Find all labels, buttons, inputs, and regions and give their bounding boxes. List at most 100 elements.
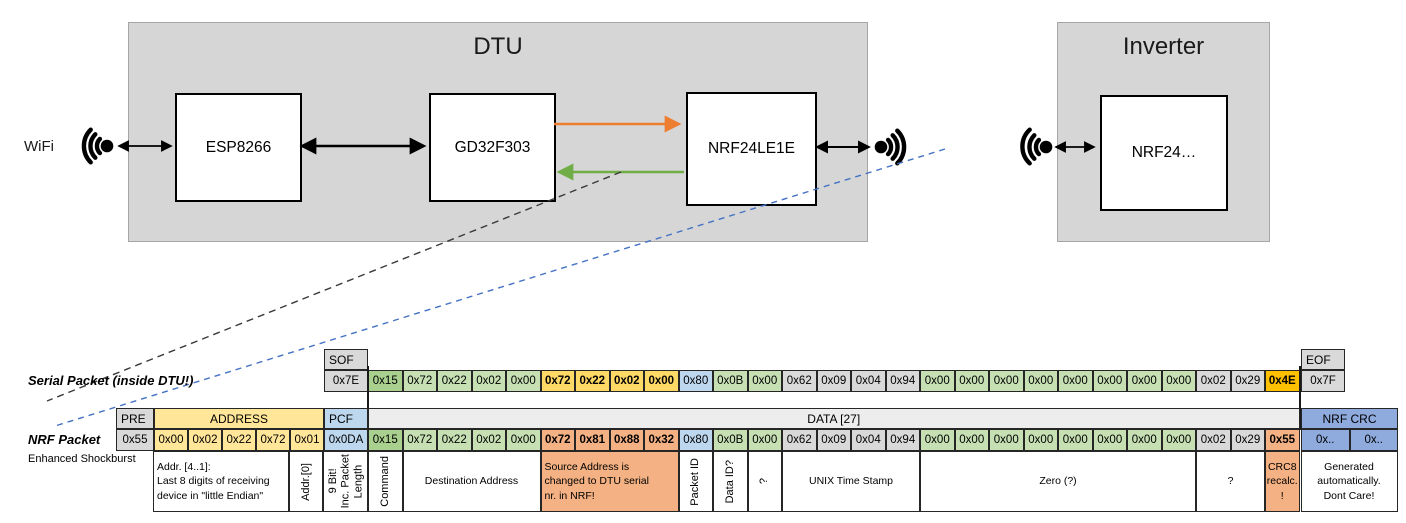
byte-cell: 0x02 (188, 429, 222, 451)
byte-cell: 0x0B (713, 429, 748, 451)
byte-cell: 0x22 (222, 429, 256, 451)
annotation-packet-id: Packet ID (678, 451, 713, 512)
byte-cell: 0x00 (989, 370, 1024, 392)
byte-cell: 0x55 (116, 429, 154, 451)
annotation-row: Addr. [4..1]: Last 8 digits of receiving… (153, 451, 1398, 512)
byte-cell: 0x00 (920, 429, 955, 451)
byte-cell: 0x02 (609, 370, 644, 392)
byte-cell: 0x94 (885, 370, 920, 392)
annotation-question: ? (1196, 451, 1265, 512)
inverter-nrf24-box: NRF24… (1100, 95, 1228, 211)
byte-cell: 0x29 (1230, 429, 1265, 451)
annotation-crc-generated: Generated automatically. Dont Care! (1300, 451, 1398, 512)
annotation-zero: Zero (?) (920, 451, 1196, 512)
sof-byte-row: 0x7E (324, 370, 368, 392)
byte-cell: 0x80 (678, 429, 713, 451)
byte-cell: 0x72 (540, 370, 575, 392)
inverter-nrf24-label: NRF24… (1131, 144, 1197, 161)
sof-header: SOF (324, 349, 368, 370)
byte-cell: 0x.. (1301, 429, 1350, 451)
eof-byte-cell: 0x7F (1301, 370, 1345, 392)
gd32f303-box: GD32F303 (429, 93, 556, 202)
byte-cell: 0x00 (1127, 370, 1162, 392)
byte-cell: 0x00 (954, 429, 989, 451)
byte-cell: 0x00 (1058, 370, 1093, 392)
annotation-data-id: Data ID? (713, 451, 748, 512)
byte-cell: 0x00 (954, 370, 989, 392)
annotation-addr-0: Addr.[0] (289, 451, 323, 512)
wifi-radio-icon (81, 127, 114, 165)
annotation-destination-address: Destination Address (402, 451, 541, 512)
nrf-packet-label: NRF Packet (28, 432, 101, 447)
byte-cell: 0x.. (1349, 429, 1398, 451)
annotation-addr-4-1: Addr. [4..1]: Last 8 digits of receiving… (153, 451, 289, 512)
byte-cell: 0x00 (1092, 429, 1127, 451)
annotation-unix-timestamp: UNIX Time Stamp (782, 451, 920, 512)
byte-cell: 0x4E (1265, 370, 1300, 392)
esp8266-box: ESP8266 (175, 93, 302, 202)
byte-cell: 0x02 (1196, 429, 1231, 451)
byte-cell: 0x0B (713, 370, 748, 392)
eof-byte-row: 0x7F (1301, 370, 1345, 392)
byte-cell: 0x00 (1058, 429, 1093, 451)
byte-cell: 0x00 (920, 370, 955, 392)
byte-cell: 0x09 (816, 429, 851, 451)
byte-cell: 0x00 (1127, 429, 1162, 451)
byte-cell: 0x00 (1092, 370, 1127, 392)
inverter-radio-icon (1020, 127, 1053, 166)
dtu-radio-icon (874, 128, 907, 166)
nrf-crc-header: NRF CRC (1301, 408, 1398, 429)
nrf24le1e-box: NRF24LE1E (686, 92, 817, 206)
enhanced-shockburst-label: Enhanced Shockburst (28, 453, 136, 465)
byte-cell: 0x32 (644, 429, 679, 451)
inverter-title: Inverter (1122, 33, 1205, 60)
byte-cell: 0x00 (506, 370, 541, 392)
byte-cell: 0x00 (644, 370, 679, 392)
wifi-label: WiFi (24, 138, 54, 155)
byte-cell: 0x72 (256, 429, 290, 451)
byte-cell: 0x00 (506, 429, 541, 451)
byte-cell: 0x00 (1161, 370, 1196, 392)
byte-cell: 0x02 (1196, 370, 1231, 392)
byte-cell: 0x00 (989, 429, 1024, 451)
byte-cell: 0x00 (1023, 370, 1058, 392)
byte-cell: 0x22 (575, 370, 610, 392)
data-right-connector-line (1299, 366, 1301, 430)
byte-cell: 0x81 (575, 429, 610, 451)
annotation-crc8-recalc: CRC8 recalc. ! (1265, 451, 1300, 512)
byte-cell: 0x01 (290, 429, 324, 451)
byte-cell: 0x22 (437, 370, 472, 392)
byte-cell: 0x62 (782, 429, 817, 451)
annotation-source-address: Source Address is changed to DTU serial … (540, 451, 679, 512)
byte-cell: 0x72 (540, 429, 575, 451)
annotation-unknown-byte: ? (747, 451, 782, 512)
byte-cell: 0x00 (747, 370, 782, 392)
byte-cell: 0x62 (782, 370, 817, 392)
byte-cell: 0x04 (851, 429, 886, 451)
byte-cell: 0x88 (609, 429, 644, 451)
byte-cell: 0x02 (471, 429, 506, 451)
pre-header: PRE (116, 408, 154, 429)
byte-cell: 0x55 (1265, 429, 1300, 451)
data-left-connector-line (367, 366, 369, 430)
byte-cell: 0x15 (368, 429, 403, 451)
byte-cell: 0x04 (851, 370, 886, 392)
eof-header: EOF (1301, 349, 1345, 370)
address-header: ADDRESS (154, 408, 324, 429)
byte-cell: 0x72 (402, 429, 437, 451)
byte-cell: 0x94 (885, 429, 920, 451)
gd32f303-label: GD32F303 (454, 138, 531, 156)
nrf-crc-row: 0x..0x.. (1301, 429, 1398, 451)
sof-byte-cell: 0x7E (324, 370, 368, 392)
byte-cell: 0x00 (154, 429, 188, 451)
dtu-title: DTU (473, 33, 523, 60)
byte-cell: 0x0DA (324, 429, 368, 451)
data-header: DATA [27] (368, 408, 1300, 429)
byte-cell: 0x09 (816, 370, 851, 392)
byte-cell: 0x29 (1230, 370, 1265, 392)
byte-cell: 0x00 (747, 429, 782, 451)
nrf24le1e-label: NRF24LE1E (707, 140, 795, 157)
